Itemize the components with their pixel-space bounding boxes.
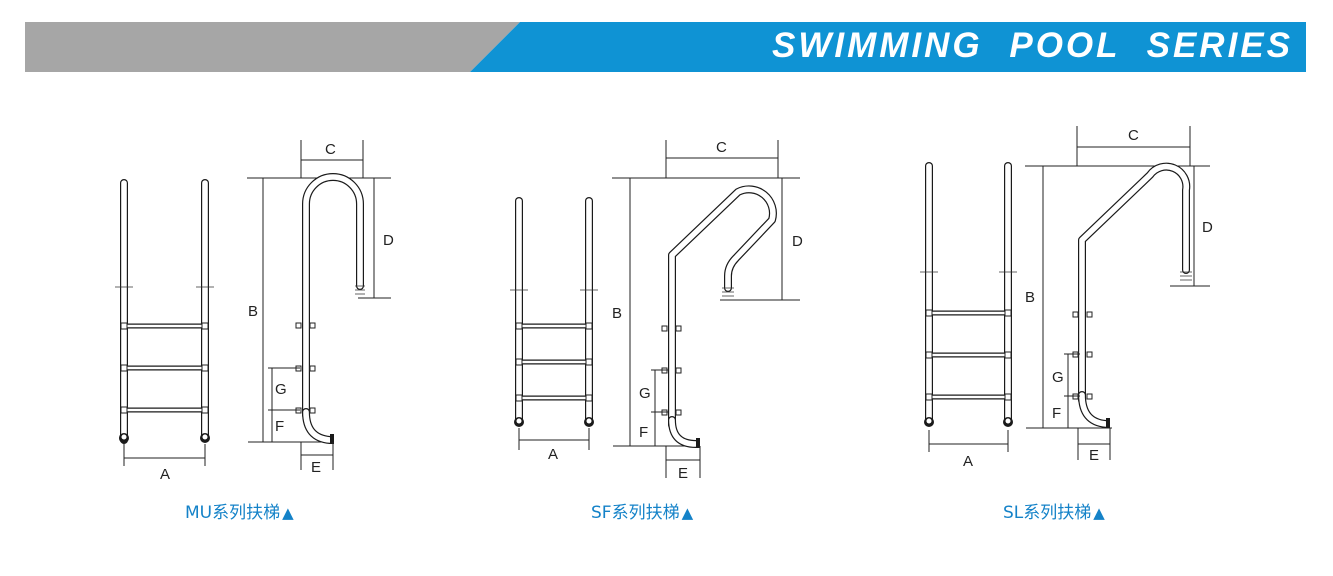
sf-dim-a: A [548,446,558,463]
sf-dim-e: E [678,465,688,482]
mu-dim-f: F [275,418,284,435]
sf-caption-text: SF系列扶梯 [591,503,680,523]
header-banner: SWIMMING POOL SERIES [0,0,1333,80]
mu-dim-c: C [325,141,336,158]
mu-dim-a: A [160,466,170,483]
mu-front-view: A [115,179,214,483]
sl-side-view: C D B G F E [1025,126,1213,464]
sl-caption: SL系列扶梯▲ [1003,498,1105,523]
sf-dim-g: G [639,385,651,402]
sl-ladder-diagram: A C D B G F E [920,126,1213,470]
header-blue-band [470,22,1306,72]
mu-dim-e: E [311,459,321,476]
sl-dim-b: B [1025,289,1035,306]
mu-caption: MU系列扶梯▲ [185,498,294,523]
mu-dim-g: G [275,381,287,398]
sl-dim-a: A [963,453,973,470]
header-banner-shape [25,22,1306,72]
mu-dim-b: B [248,303,258,320]
sl-dim-e: E [1089,447,1099,464]
mu-side-view: C D B G F E [247,140,394,476]
sf-ladder-diagram: A C D B G F E [510,139,803,482]
sl-caption-text: SL系列扶梯 [1003,503,1092,523]
ladder-drawings-svg: A C D B G F [115,126,1213,483]
sl-dim-g: G [1052,369,1064,386]
sf-caption: SF系列扶梯▲ [591,498,693,523]
triangle-icon: ▲ [1093,504,1105,522]
mu-dim-d: D [383,232,394,249]
triangle-icon: ▲ [681,504,694,522]
mu-caption-text: MU系列扶梯 [185,503,281,523]
sf-side-view: C D B G F E [612,139,803,482]
header-gray-band [25,22,520,72]
sl-dim-f: F [1052,405,1061,422]
sf-dim-f: F [639,424,648,441]
sf-dim-d: D [792,233,803,250]
page-title: SWIMMING POOL SERIES [771,26,1293,65]
mu-ladder-diagram: A C D B G F [115,140,394,483]
sf-dim-c: C [716,139,727,156]
triangle-icon: ▲ [282,504,294,522]
sl-dim-d: D [1202,219,1213,236]
sl-dim-c: C [1128,127,1139,144]
sl-front-view: A [920,162,1017,470]
sf-dim-b: B [612,305,622,322]
ladder-drawings: A C D B G F [0,80,1333,576]
sf-front-view: A [510,197,598,463]
